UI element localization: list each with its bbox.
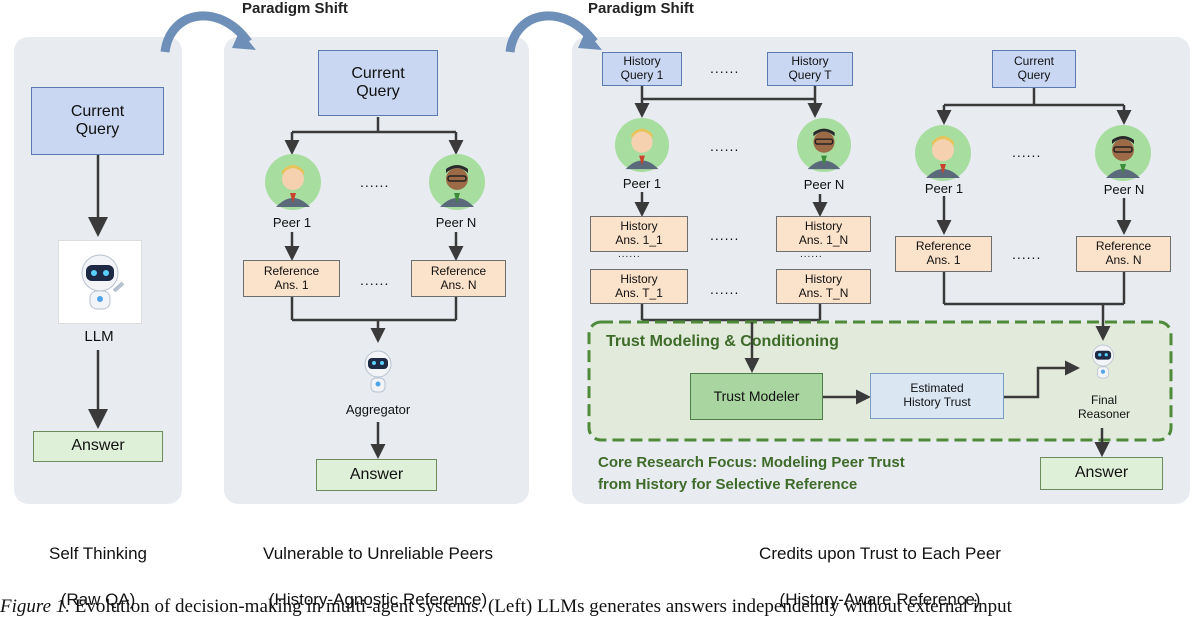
peer-dots: ......: [360, 174, 390, 190]
panel1-title: Self Thinking (Raw QA): [6, 520, 190, 612]
hist-peer-dots: ......: [710, 138, 740, 154]
panel1-title-line2: (Raw QA): [60, 589, 136, 609]
paradigm-shift-label-2: Paradigm Shift: [588, 0, 694, 17]
history-ans-t-n: History Ans. T_N: [776, 269, 871, 304]
final-reasoner-label: Final Reasoner: [1077, 393, 1131, 421]
cur-peer-n-avatar-icon: [1094, 124, 1152, 182]
aggregator-label: Aggregator: [345, 402, 411, 417]
history-query-dots: ......: [710, 60, 740, 76]
cur-peer-dots: ......: [1012, 144, 1042, 160]
history-ans-1-1: History Ans. 1_1: [590, 216, 688, 252]
answer-box-2: Answer: [316, 459, 437, 491]
cur-peer-1-avatar-icon: [914, 124, 972, 182]
history-ans-vdots-1: ......: [618, 249, 641, 260]
aggregator-robot-icon: [352, 346, 404, 398]
panel2-title-line2: (History-Agnostic Reference): [268, 589, 488, 609]
current-query-box-2: Current Query: [318, 50, 438, 116]
history-ans-dots-1: ......: [710, 227, 740, 243]
cur-reference-dots: ......: [1012, 246, 1042, 262]
llm-robot-icon: [58, 240, 142, 324]
panel3-title: Credits upon Trust to Each Peer (History…: [640, 520, 1120, 612]
cur-reference-ans-n: Reference Ans. N: [1076, 236, 1171, 272]
cur-peer-1-label: Peer 1: [924, 181, 964, 196]
final-reasoner-robot-icon: [1082, 340, 1124, 384]
trust-modeler-box: Trust Modeler: [690, 373, 823, 420]
figure-number: Figure 1.: [0, 596, 71, 617]
trust-region-title: Trust Modeling & Conditioning: [606, 333, 839, 350]
history-ans-dots-2: ......: [710, 281, 740, 297]
caption-text: Evolution of decision-making in multi-ag…: [70, 596, 1012, 617]
hist-peer-1-avatar-icon: [614, 117, 670, 173]
panel2-title-line1: Vulnerable to Unreliable Peers: [263, 543, 493, 563]
paradigm-shift-arrow-2: [505, 11, 598, 53]
reference-ans-n: Reference Ans. N: [411, 260, 506, 297]
history-ans-vdots-2: ......: [800, 249, 823, 260]
history-query-t: History Query T: [767, 52, 853, 86]
peer-1-label: Peer 1: [272, 215, 312, 230]
estimated-history-trust-box: Estimated History Trust: [870, 373, 1004, 419]
panel3-title-line2: (History-Aware Reference): [779, 589, 981, 609]
answer-box-3: Answer: [1040, 457, 1163, 490]
hist-peer-n-label: Peer N: [803, 177, 845, 192]
reference-ans-1: Reference Ans. 1: [243, 260, 340, 297]
cur-reference-ans-1: Reference Ans. 1: [895, 236, 992, 272]
llm-label: LLM: [84, 328, 114, 345]
peer-n-avatar-icon: [428, 153, 486, 211]
history-ans-1-n: History Ans. 1_N: [776, 216, 871, 252]
panel3-title-line1: Credits upon Trust to Each Peer: [759, 543, 1001, 563]
panel1-title-line1: Self Thinking: [49, 543, 147, 563]
peer-n-label: Peer N: [435, 215, 477, 230]
current-query-box-3: Current Query: [992, 50, 1076, 88]
history-ans-t-1: History Ans. T_1: [590, 269, 688, 304]
paradigm-shift-label-1: Paradigm Shift: [242, 0, 348, 17]
panel2-title: Vulnerable to Unreliable Peers (History-…: [210, 520, 546, 612]
hist-peer-n-avatar-icon: [796, 117, 852, 173]
hist-peer-1-label: Peer 1: [622, 176, 662, 191]
history-query-1: History Query 1: [602, 52, 682, 86]
current-query-box: Current Query: [31, 87, 164, 155]
answer-box-1: Answer: [33, 431, 163, 462]
paradigm-shift-arrow-1: [160, 11, 252, 53]
peer-1-avatar-icon: [264, 153, 322, 211]
cur-peer-n-label: Peer N: [1103, 182, 1145, 197]
reference-dots: ......: [360, 272, 390, 288]
core-research-focus: Core Research Focus: Modeling Peer Trust…: [598, 454, 905, 493]
figure-caption: Figure 1. Evolution of decision-making i…: [0, 596, 1200, 618]
